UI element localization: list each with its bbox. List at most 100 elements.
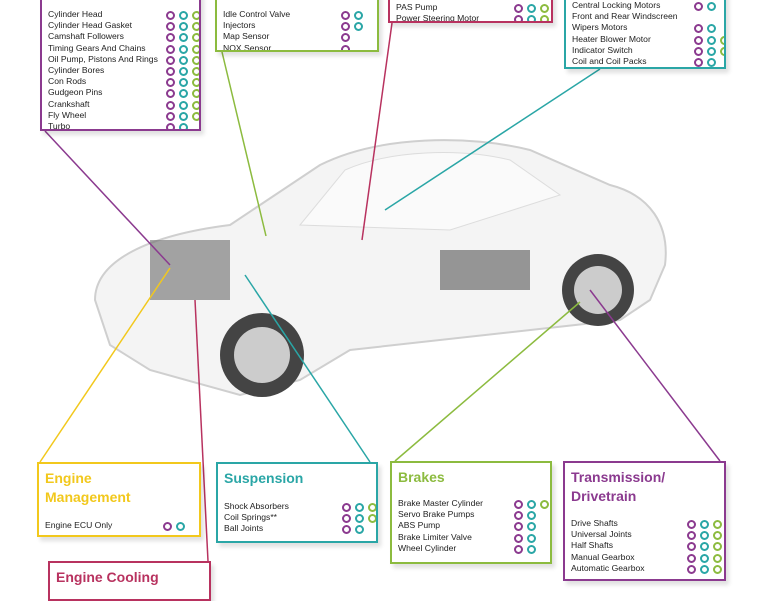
compatibility-dots: [166, 122, 188, 129]
purple-ring-icon: [166, 11, 175, 20]
teal-ring-icon: [176, 522, 185, 531]
green-ring-icon: [192, 33, 199, 43]
item-label: Half Shafts: [571, 540, 614, 551]
purple-ring-icon: [166, 33, 175, 43]
transmission-title: Transmission/ Drivetrain: [571, 469, 666, 504]
purple-ring-icon: [514, 4, 523, 13]
item-label: Gudgeon Pins: [48, 87, 103, 98]
compatibility-dots: [342, 525, 364, 535]
purple-ring-icon: [694, 2, 703, 11]
teal-ring-icon: [700, 553, 709, 563]
list-item: Heater Blower Motor: [572, 34, 724, 45]
list-item: Gudgeon Pins: [48, 87, 199, 99]
compatibility-dots: [694, 57, 716, 67]
compatibility-dots: [166, 111, 199, 121]
compatibility-dots: [514, 500, 549, 509]
item-label: Coil and Coil Packs: [572, 55, 647, 66]
green-ring-icon: [192, 44, 199, 54]
purple-ring-icon: [694, 24, 703, 34]
list-item: Fly Wheel: [48, 110, 199, 121]
teal-ring-icon: [179, 89, 188, 99]
compatibility-dots: [514, 533, 536, 543]
compatibility-dots: [694, 24, 716, 34]
list-item: Map Sensor: [223, 31, 371, 43]
teal-ring-icon: [700, 531, 709, 541]
battery-pack: [440, 250, 530, 290]
list-item: Half Shafts: [571, 540, 722, 552]
list-item: Con Rods: [48, 76, 199, 88]
compatibility-dots: [514, 15, 549, 21]
purple-ring-icon: [341, 11, 350, 20]
green-ring-icon: [540, 500, 549, 509]
list-item: Indicator Switch: [572, 44, 724, 56]
list-item: Central Locking Motors: [572, 0, 718, 11]
purple-ring-icon: [166, 89, 175, 99]
green-ring-icon: [713, 564, 722, 574]
compatibility-dots: [514, 544, 536, 554]
item-label: Cylinder Bores: [48, 64, 105, 75]
brakes-title: Brakes: [398, 469, 445, 485]
list-item: Universal Joints: [571, 529, 722, 541]
list-item: Oil Pump, Pistons And Rings: [48, 54, 199, 65]
item-label: PAS Pump: [396, 2, 438, 12]
green-ring-icon: [192, 22, 199, 32]
list-item: Shock Absorbers: [224, 501, 376, 512]
item-label: Servo Brake Pumps: [398, 509, 475, 520]
purple-ring-icon: [166, 100, 175, 110]
list-item: PAS Pump: [396, 2, 549, 13]
teal-ring-icon: [700, 520, 709, 529]
item-label: Wheel Cylinder: [398, 542, 457, 553]
front-rim: [234, 327, 290, 383]
compatibility-dots: [166, 44, 199, 54]
teal-ring-icon: [527, 533, 536, 543]
teal-ring-icon: [707, 35, 716, 45]
compatibility-dots: [166, 78, 199, 88]
compatibility-dots: [342, 514, 376, 524]
purple-ring-icon: [514, 544, 523, 554]
purple-ring-icon: [694, 57, 703, 67]
list-item: Cylinder Head Gasket: [48, 20, 199, 32]
cooling-box: Engine Cooling: [48, 561, 211, 601]
compatibility-dots: [341, 11, 363, 20]
item-label: Universal Joints: [571, 529, 632, 540]
purple-ring-icon: [687, 520, 696, 529]
list-item: Drive Shafts: [571, 518, 722, 529]
item-label: Indicator Switch: [572, 44, 633, 55]
green-ring-icon: [192, 11, 199, 20]
teal-ring-icon: [179, 33, 188, 43]
teal-ring-icon: [527, 4, 536, 13]
item-label: Manual Gearbox: [571, 551, 635, 562]
teal-ring-icon: [179, 111, 188, 121]
list-item: Crankshaft: [48, 99, 199, 110]
item-label: Idle Control Valve: [223, 9, 291, 19]
purple-ring-icon: [514, 533, 523, 543]
compatibility-dots: [694, 46, 724, 56]
compatibility-dots: [166, 33, 199, 43]
list-item: Cylinder Bores: [48, 64, 199, 76]
item-label: Brake Limiter Valve: [398, 531, 472, 542]
purple-ring-icon: [166, 111, 175, 121]
teal-ring-icon: [354, 22, 363, 32]
list-item: Servo Brake Pumps: [398, 509, 544, 521]
teal-ring-icon: [354, 11, 363, 20]
purple-ring-icon: [687, 553, 696, 563]
green-ring-icon: [192, 111, 199, 121]
teal-ring-icon: [707, 46, 716, 56]
item-label: Injectors: [223, 20, 256, 31]
teal-ring-icon: [527, 511, 536, 521]
compatibility-dots: [342, 503, 376, 512]
purple-ring-icon: [341, 33, 350, 43]
purple-ring-icon: [514, 522, 523, 532]
item-label: Central Locking Motors: [572, 0, 661, 10]
teal-ring-icon: [700, 542, 709, 552]
list-item: Cylinder Head: [48, 9, 199, 20]
item-label: Cylinder Head Gasket: [48, 20, 133, 31]
purple-ring-icon: [342, 514, 351, 524]
purple-ring-icon: [341, 22, 350, 32]
purple-ring-icon: [514, 15, 523, 21]
